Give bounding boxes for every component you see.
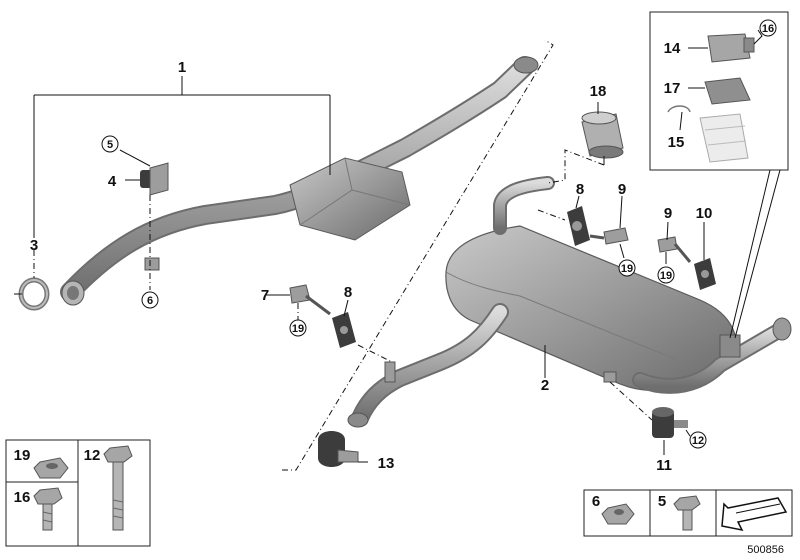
- callout-17: 17: [664, 80, 681, 97]
- gasket-17: [704, 77, 751, 105]
- bracket-9-upper: [589, 227, 629, 245]
- leader-lines: [14, 29, 781, 471]
- rubber-mount-4: [140, 162, 169, 196]
- callout-3: 3: [30, 237, 38, 254]
- inset-actuator-box: [649, 11, 789, 171]
- callout-19-a: 19: [292, 323, 304, 335]
- pipe-sleeve-18: [581, 111, 624, 159]
- long-bolt-icon: [103, 445, 133, 531]
- front-pipe-inlet: [513, 56, 539, 74]
- callout-6: 6: [147, 295, 153, 307]
- bracket-9-right: [657, 236, 692, 263]
- callout-15: 15: [668, 134, 685, 151]
- clip-15: [667, 105, 691, 113]
- callout-13: 13: [378, 455, 395, 472]
- rubber-mount-11: [652, 407, 688, 438]
- callout-12: 12: [692, 435, 704, 447]
- rear-muffler-body: [445, 225, 738, 392]
- callout-7: 7: [261, 287, 269, 304]
- front-pipe-assembly: [60, 56, 539, 306]
- front-silencer: [289, 157, 411, 241]
- callout-4: 4: [108, 173, 117, 190]
- direction-arrow-icon: [721, 497, 788, 532]
- callout-18: 18: [590, 83, 607, 100]
- clamp-ring: [18, 277, 50, 311]
- actuator-14: [707, 33, 751, 63]
- callout-8-lower: 8: [344, 284, 352, 301]
- rubber-mount-10: [694, 258, 716, 290]
- pipe-bracket: [144, 257, 160, 271]
- callout-2: 2: [541, 377, 549, 394]
- bolt-5-icon: [673, 495, 701, 531]
- legend-right: 6 5: [583, 489, 793, 537]
- short-bolt-icon: [33, 487, 63, 531]
- callout-labels: 1 3 5 4 6 7 19 8 2 13 11 12 18 8 9 19 9 …: [30, 19, 777, 474]
- legend-12: 12: [84, 447, 101, 464]
- legend-6: 6: [592, 493, 600, 510]
- document-number: 500856: [747, 544, 784, 556]
- rubber-mount-8-upper: [567, 206, 590, 246]
- pipe-clamp-13: [318, 431, 359, 467]
- callout-10: 10: [696, 205, 713, 222]
- callout-8-upper: 8: [576, 181, 584, 198]
- callout-5: 5: [107, 139, 113, 151]
- callout-19-b: 19: [621, 263, 633, 275]
- legend-5: 5: [658, 493, 666, 510]
- legend-left: 19 12 16: [5, 439, 151, 547]
- callout-9-right: 9: [664, 205, 672, 222]
- rear-silencer-assembly: [347, 176, 792, 428]
- callout-9-upper: 9: [618, 181, 626, 198]
- valve-housing: [699, 113, 749, 163]
- callout-16: 16: [762, 23, 774, 35]
- legend-19: 19: [14, 447, 31, 464]
- bracket-7: [289, 284, 331, 316]
- callout-1: 1: [178, 59, 186, 76]
- legend-16: 16: [14, 489, 31, 506]
- callout-11: 11: [656, 457, 672, 474]
- rubber-mount-8-lower: [332, 312, 356, 348]
- callout-14: 14: [664, 40, 681, 57]
- callout-19-c: 19: [660, 270, 672, 282]
